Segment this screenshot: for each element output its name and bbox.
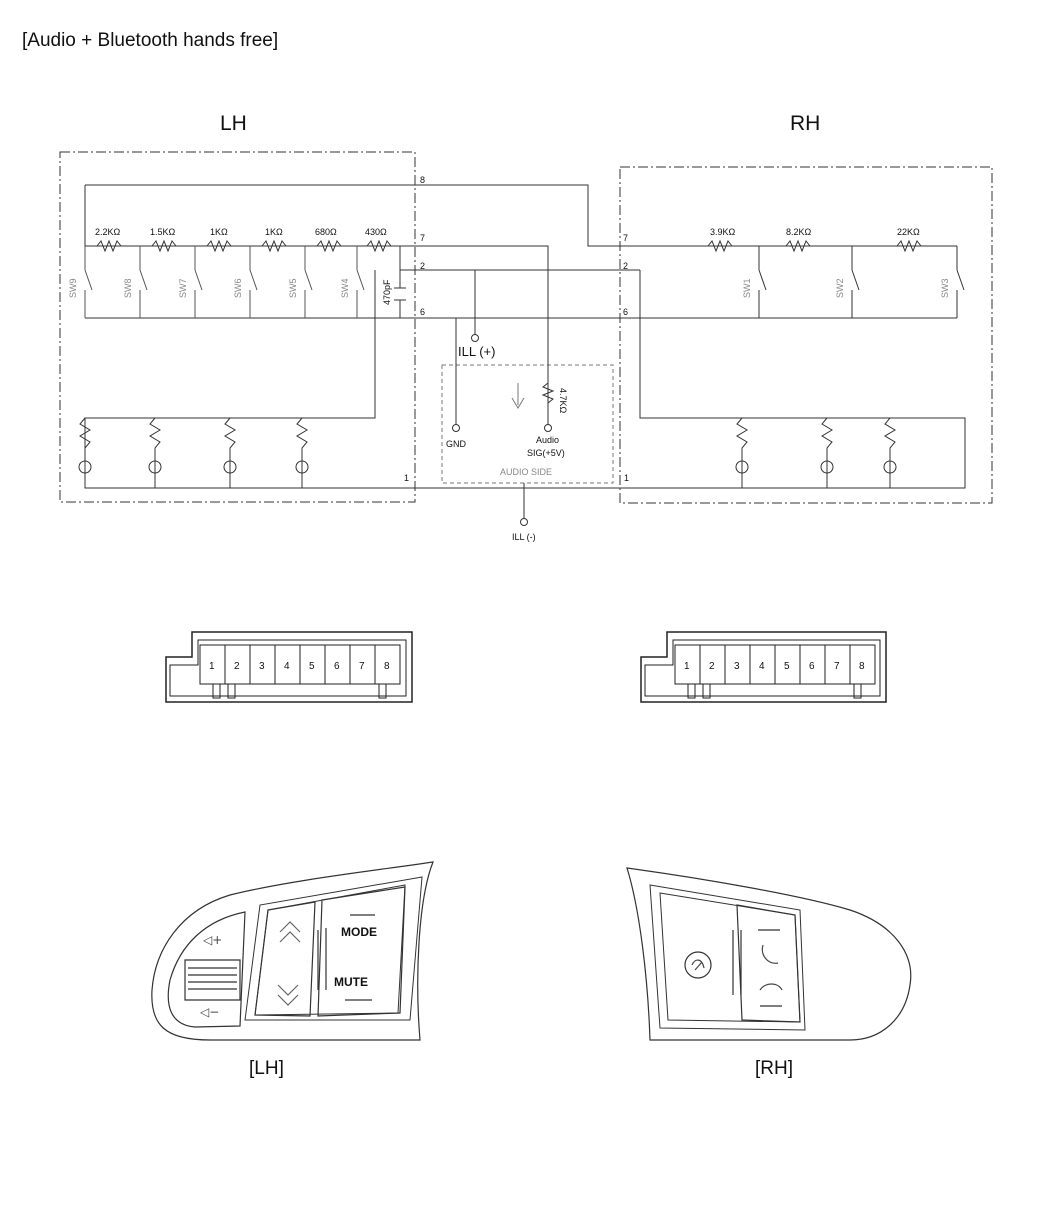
mode-button: MODE — [341, 925, 377, 939]
lh-conn-pin: 6 — [334, 661, 340, 672]
rh-resistor-labels: 3.9KΩ 8.2KΩ 22KΩ — [710, 227, 920, 237]
rh-connector-pins: 1 2 3 4 5 6 7 8 — [684, 661, 865, 672]
terminals — [452, 334, 552, 526]
lh-sw-1: SW9 — [68, 278, 78, 298]
lh-conn-pin: 2 — [234, 661, 240, 672]
pin-2-rh: 2 — [623, 261, 628, 271]
page-title: [Audio + Bluetooth hands free] — [22, 30, 279, 51]
rh-connector — [640, 631, 887, 703]
volume-down-icon: ◁− — [199, 1005, 219, 1019]
lh-res-3: 1KΩ — [210, 227, 228, 237]
rh-conn-pin: 1 — [684, 661, 690, 672]
lh-title: LH — [220, 112, 247, 135]
lh-led-chains — [78, 417, 309, 488]
rh-conn-pin: 6 — [809, 661, 815, 672]
rh-led-chains — [541, 382, 897, 488]
pin-6-rh: 6 — [623, 307, 628, 317]
rh-resistor-zigzags — [707, 239, 965, 318]
rh-switch-labels: SW1 SW2 SW3 — [742, 278, 950, 298]
lh-conn-pin: 8 — [384, 661, 390, 672]
ill-minus-label: ILL (-) — [512, 532, 536, 542]
volume-up-icon: ◁+ — [202, 933, 222, 947]
ill-plus-label: ILL (+) — [458, 344, 495, 359]
audio-sig-label-2: SIG(+5V) — [527, 448, 565, 458]
lh-res-2: 1.5KΩ — [150, 227, 176, 237]
caption-rh: [RH] — [755, 1058, 793, 1079]
audio-sig-label-1: Audio — [536, 435, 559, 445]
capacitor-label: 470pF — [382, 279, 392, 305]
audio-side-label: AUDIO SIDE — [500, 467, 552, 477]
lh-switch-panel — [151, 861, 434, 1041]
pin-7-lh: 7 — [420, 233, 425, 243]
pin-1-lh: 1 — [404, 473, 409, 483]
rh-conn-pin: 5 — [784, 661, 790, 672]
lh-res-4: 1KΩ — [265, 227, 283, 237]
rh-conn-pin: 3 — [734, 661, 740, 672]
rh-conn-pin: 7 — [834, 661, 840, 672]
pin-6-lh: 6 — [420, 307, 425, 317]
audio-arrow — [511, 383, 525, 409]
rh-res-1: 3.9KΩ — [710, 227, 736, 237]
pin-2-lh: 2 — [420, 261, 425, 271]
lh-connector — [165, 631, 413, 703]
mute-button: MUTE — [334, 975, 368, 989]
rh-res-3: 22KΩ — [897, 227, 920, 237]
caption-lh: [LH] — [249, 1058, 284, 1079]
rh-sw-3: SW3 — [940, 278, 950, 298]
rh-title: RH — [790, 112, 821, 135]
audio-side-box — [441, 364, 614, 484]
rh-sw-1: SW1 — [742, 278, 752, 298]
rh-box — [619, 166, 993, 504]
lh-res-6: 430Ω — [365, 227, 387, 237]
audio-resistor-label: 4.7KΩ — [558, 388, 568, 414]
wire-7 — [400, 245, 549, 390]
lh-res-5: 680Ω — [315, 227, 337, 237]
lh-sw-6: SW4 — [340, 278, 350, 298]
pin-1-rh: 1 — [624, 473, 629, 483]
lh-switch-labels: SW9 SW8 SW7 SW6 SW5 SW4 — [68, 278, 350, 298]
rh-conn-pin: 4 — [759, 661, 765, 672]
pin-8-lh: 8 — [420, 175, 425, 185]
capacitor — [394, 287, 406, 301]
gnd-label: GND — [446, 439, 467, 449]
rh-led-bus — [620, 270, 966, 489]
lh-sw-4: SW6 — [233, 278, 243, 298]
lh-conn-pin: 7 — [359, 661, 365, 672]
lh-conn-pin: 4 — [284, 661, 290, 672]
rh-switch-panel — [626, 867, 912, 1041]
lh-conn-pin: 5 — [309, 661, 315, 672]
lh-conn-pin: 3 — [259, 661, 265, 672]
lh-conn-pin: 1 — [209, 661, 215, 672]
lh-sw-3: SW7 — [178, 278, 188, 298]
lh-res-1: 2.2KΩ — [95, 227, 121, 237]
lh-box — [59, 151, 416, 503]
pin-numbers: 8 7 2 6 1 7 2 6 1 — [404, 175, 629, 483]
lh-resistor-zigzags — [96, 239, 392, 253]
rh-res-2: 8.2KΩ — [786, 227, 812, 237]
lh-switch-lines — [84, 246, 365, 318]
rh-conn-pin: 8 — [859, 661, 865, 672]
rh-sw-2: SW2 — [835, 278, 845, 298]
lh-sw-5: SW5 — [288, 278, 298, 298]
lh-connector-pins: 1 2 3 4 5 6 7 8 — [209, 661, 390, 672]
rh-conn-pin: 2 — [709, 661, 715, 672]
pin-7-rh: 7 — [623, 233, 628, 243]
lh-resistor-labels: 2.2KΩ 1.5KΩ 1KΩ 1KΩ 680Ω 430Ω — [95, 227, 387, 237]
lh-sw-2: SW8 — [123, 278, 133, 298]
wire-8 — [85, 184, 957, 247]
